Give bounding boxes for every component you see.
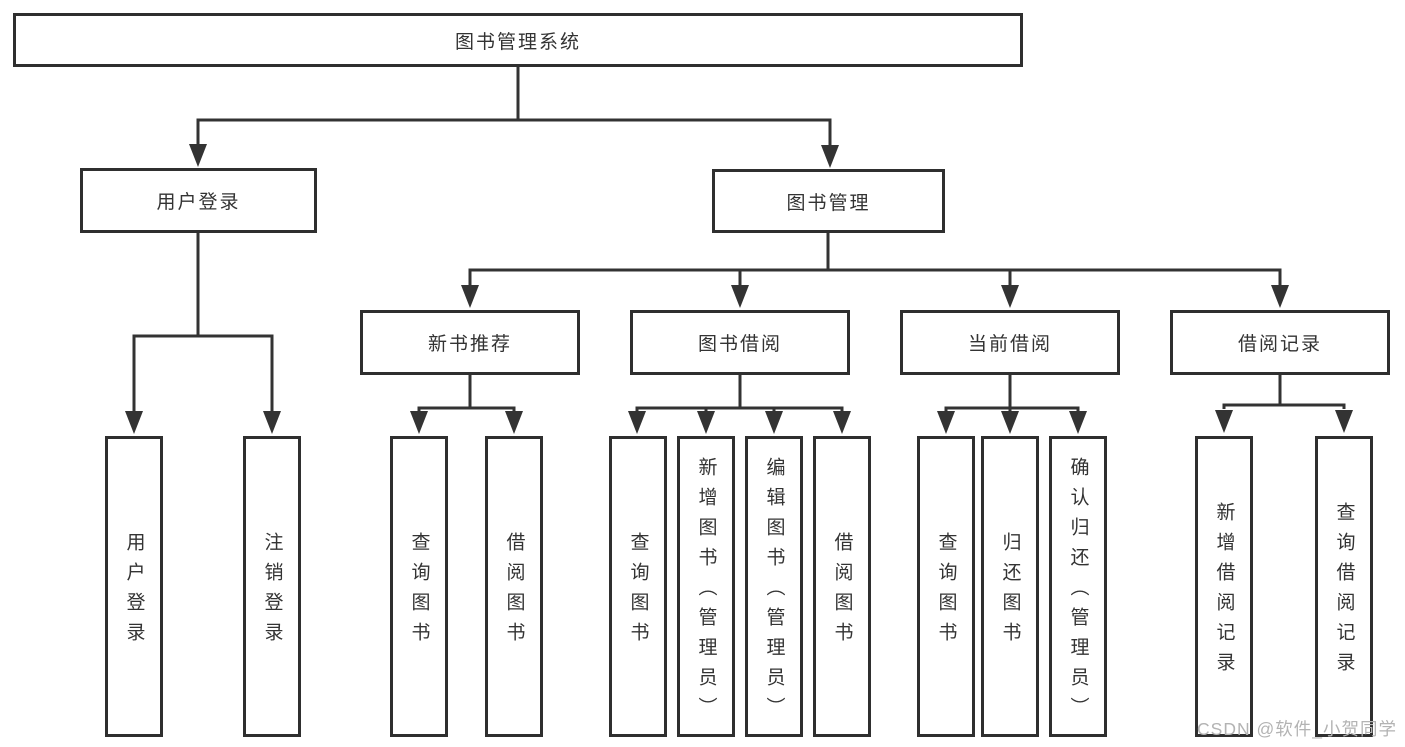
leaf-query-books-current: 查询图书 <box>917 436 975 737</box>
node-root: 图书管理系统 <box>13 13 1023 67</box>
leaf-user-login: 用户登录 <box>105 436 163 737</box>
leaf-label: 确认归还（管理员） <box>1067 457 1089 727</box>
leaf-query-borrow-record: 查询借阅记录 <box>1315 436 1373 737</box>
leaf-edit-books-admin: 编辑图书（管理员） <box>745 436 803 737</box>
leaf-add-borrow-record: 新增借阅记录 <box>1195 436 1253 737</box>
node-borrowing-records: 借阅记录 <box>1170 310 1390 375</box>
node-new-book-recommend: 新书推荐 <box>360 310 580 375</box>
leaf-query-books-recommend: 查询图书 <box>390 436 448 737</box>
leaf-label: 归还图书 <box>999 532 1021 652</box>
leaf-label: 查询借阅记录 <box>1333 502 1355 682</box>
leaf-add-books-admin: 新增图书（管理员） <box>677 436 735 737</box>
node-book-management: 图书管理 <box>712 169 945 233</box>
node-book-borrowing: 图书借阅 <box>630 310 850 375</box>
leaf-query-books-borrowing: 查询图书 <box>609 436 667 737</box>
leaf-return-books: 归还图书 <box>981 436 1039 737</box>
node-current-borrowing: 当前借阅 <box>900 310 1120 375</box>
csdn-watermark: CSDN @软件_小贺同学 <box>1197 719 1397 739</box>
leaf-confirm-return-admin: 确认归还（管理员） <box>1049 436 1107 737</box>
leaf-label: 查询图书 <box>627 532 649 652</box>
leaf-label: 查询图书 <box>408 532 430 652</box>
leaf-label: 注销登录 <box>261 532 283 652</box>
leaf-label: 编辑图书（管理员） <box>763 457 785 727</box>
leaf-borrow-books-recommend: 借阅图书 <box>485 436 543 737</box>
leaf-label: 借阅图书 <box>503 532 525 652</box>
leaf-label: 新增图书（管理员） <box>695 457 717 727</box>
leaf-label: 新增借阅记录 <box>1213 502 1235 682</box>
leaf-label: 用户登录 <box>123 532 145 652</box>
leaf-label: 借阅图书 <box>831 532 853 652</box>
leaf-label: 查询图书 <box>935 532 957 652</box>
leaf-borrow-books: 借阅图书 <box>813 436 871 737</box>
node-user-login: 用户登录 <box>80 168 317 233</box>
leaf-logout: 注销登录 <box>243 436 301 737</box>
